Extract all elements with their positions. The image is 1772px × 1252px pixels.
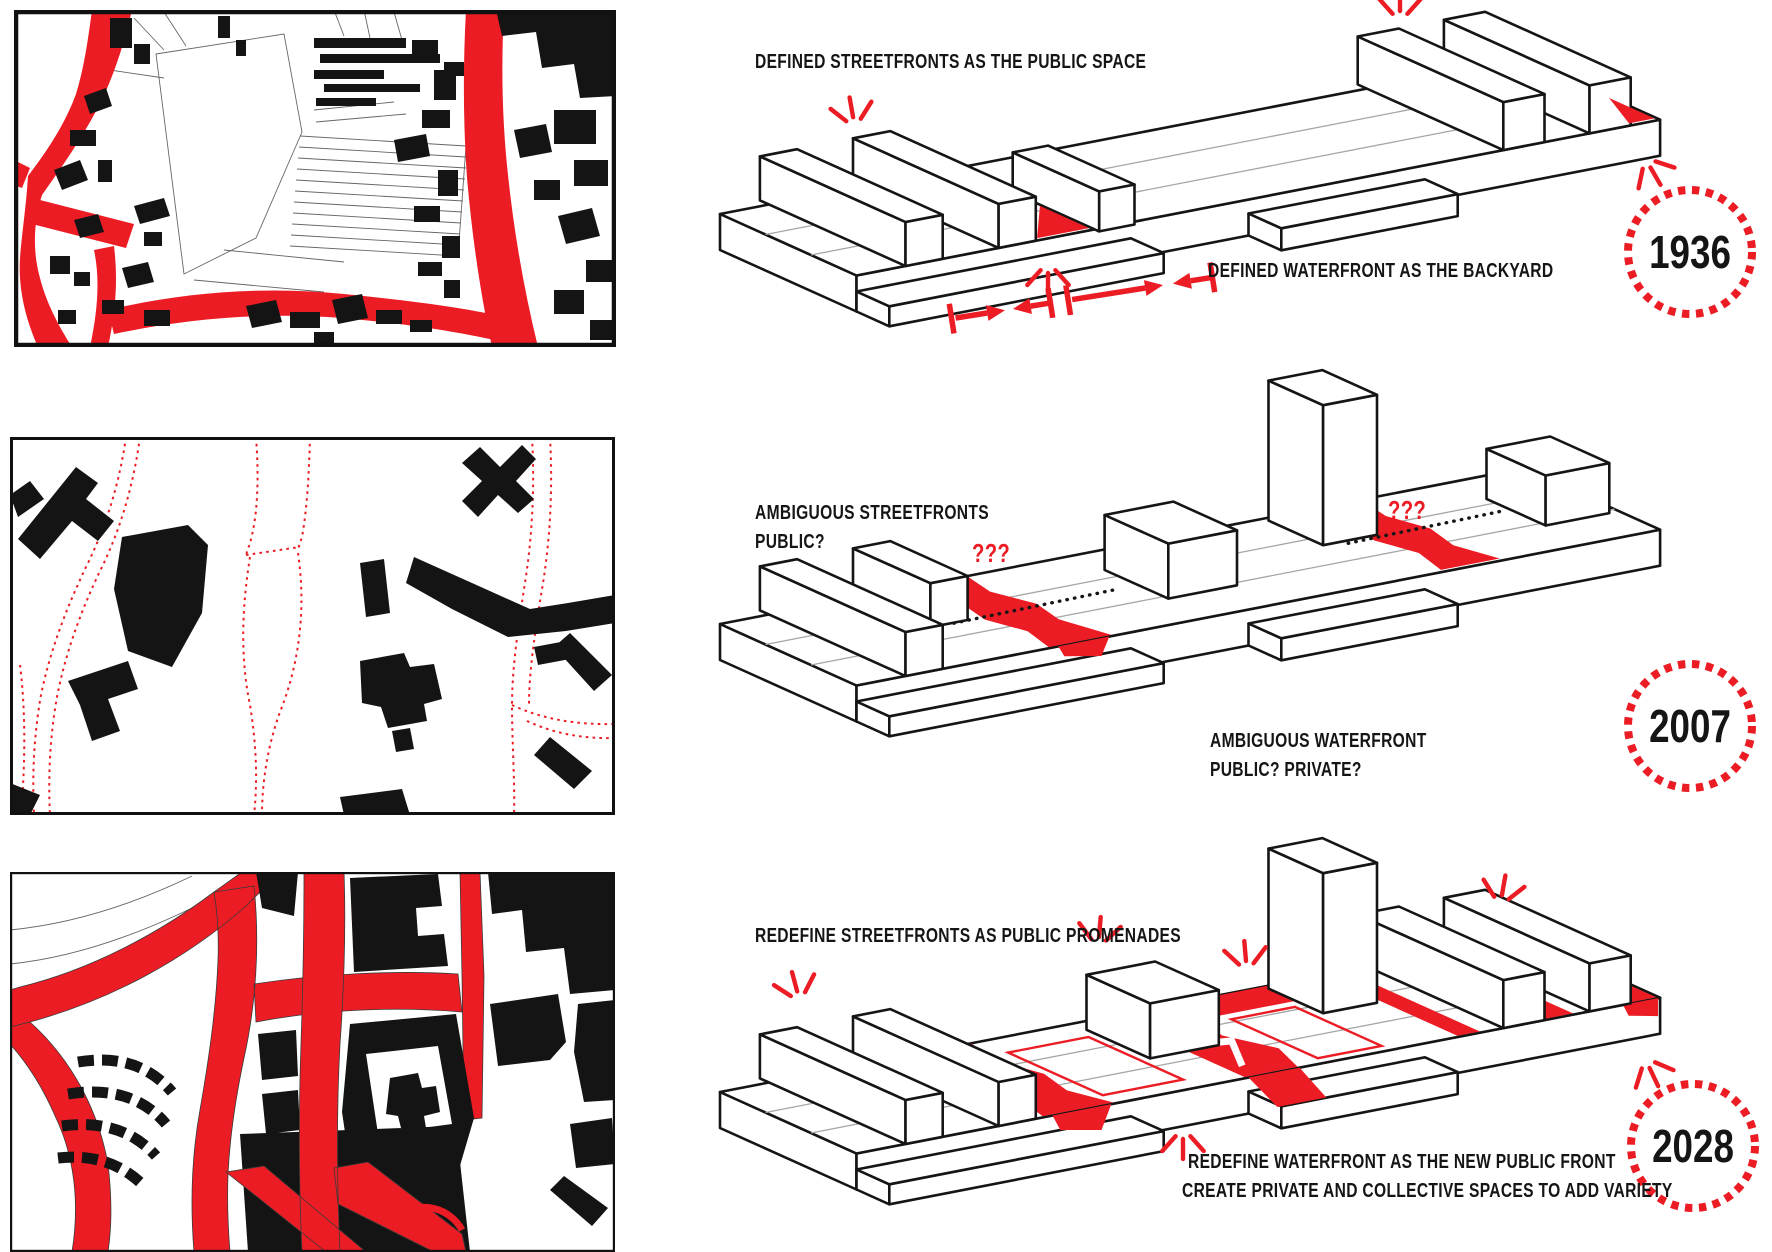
parcel-lines <box>109 10 467 293</box>
year-1936: 1936 <box>1649 226 1731 278</box>
sparkle-icon <box>828 95 874 124</box>
label-2007-streetfront-2: PUBLIC? <box>755 531 825 553</box>
terrace-rows <box>57 1054 177 1190</box>
axon-1936 <box>718 0 1677 334</box>
label-1936-streetfront: DEFINED STREETFRONTS AS THE PUBLIC SPACE <box>755 51 1147 73</box>
map-border <box>14 10 616 347</box>
label-2028-waterfront-2: CREATE PRIVATE AND COLLECTIVE SPACES TO … <box>1182 1180 1673 1202</box>
label-2028-waterfront: REDEFINE WATERFRONT AS THE NEW PUBLIC FR… <box>1188 1151 1616 1173</box>
sparkle-icon <box>1377 0 1423 17</box>
label-2028-streetfront: REDEFINE STREETFRONTS AS PUBLIC PROMENAD… <box>755 925 1181 947</box>
sparkle-icon <box>1077 914 1123 943</box>
map-2007 <box>10 437 615 815</box>
streets-red-over <box>225 872 467 1252</box>
map-2028 <box>10 872 615 1252</box>
label-2007-streetfront: AMBIGUOUS STREETFRONTS <box>755 502 989 524</box>
year-circle-2028 <box>1627 1080 1759 1212</box>
label-2007-waterfront-2: PUBLIC? PRIVATE? <box>1210 759 1362 781</box>
streets-red <box>14 10 538 347</box>
curved-street <box>398 1203 466 1232</box>
map-1936 <box>14 10 616 347</box>
sparkle-icon <box>1160 1133 1206 1162</box>
sparkle-icon <box>1636 159 1677 191</box>
year-circle-1936 <box>1624 186 1756 318</box>
year-badges <box>1624 186 1759 1212</box>
year-2007: 2007 <box>1649 700 1731 752</box>
buildings-black <box>10 445 615 815</box>
question-marks-right: ??? <box>1388 495 1427 525</box>
map-border <box>10 437 615 815</box>
axon-2028 <box>718 836 1676 1206</box>
former-street-dotted-routes <box>19 437 615 815</box>
label-2007-waterfront: AMBIGUOUS WATERFRONT <box>1210 730 1427 752</box>
sparkle-icon <box>771 969 817 999</box>
year-2028: 2028 <box>1652 1120 1734 1172</box>
label-1936-waterfront: DEFINED WATERFRONT AS THE BACKYARD <box>1208 260 1554 282</box>
question-marks-left: ??? <box>972 538 1011 568</box>
dimension-arrows <box>946 262 1218 334</box>
sparkle-icon <box>1633 1060 1676 1090</box>
sparkle-icon <box>1481 873 1527 902</box>
year-circle-2007 <box>1624 660 1756 792</box>
axon-2007 <box>718 368 1662 738</box>
sparkle-icon <box>1222 938 1268 967</box>
map-border <box>10 872 615 1252</box>
buildings-black <box>50 10 616 344</box>
